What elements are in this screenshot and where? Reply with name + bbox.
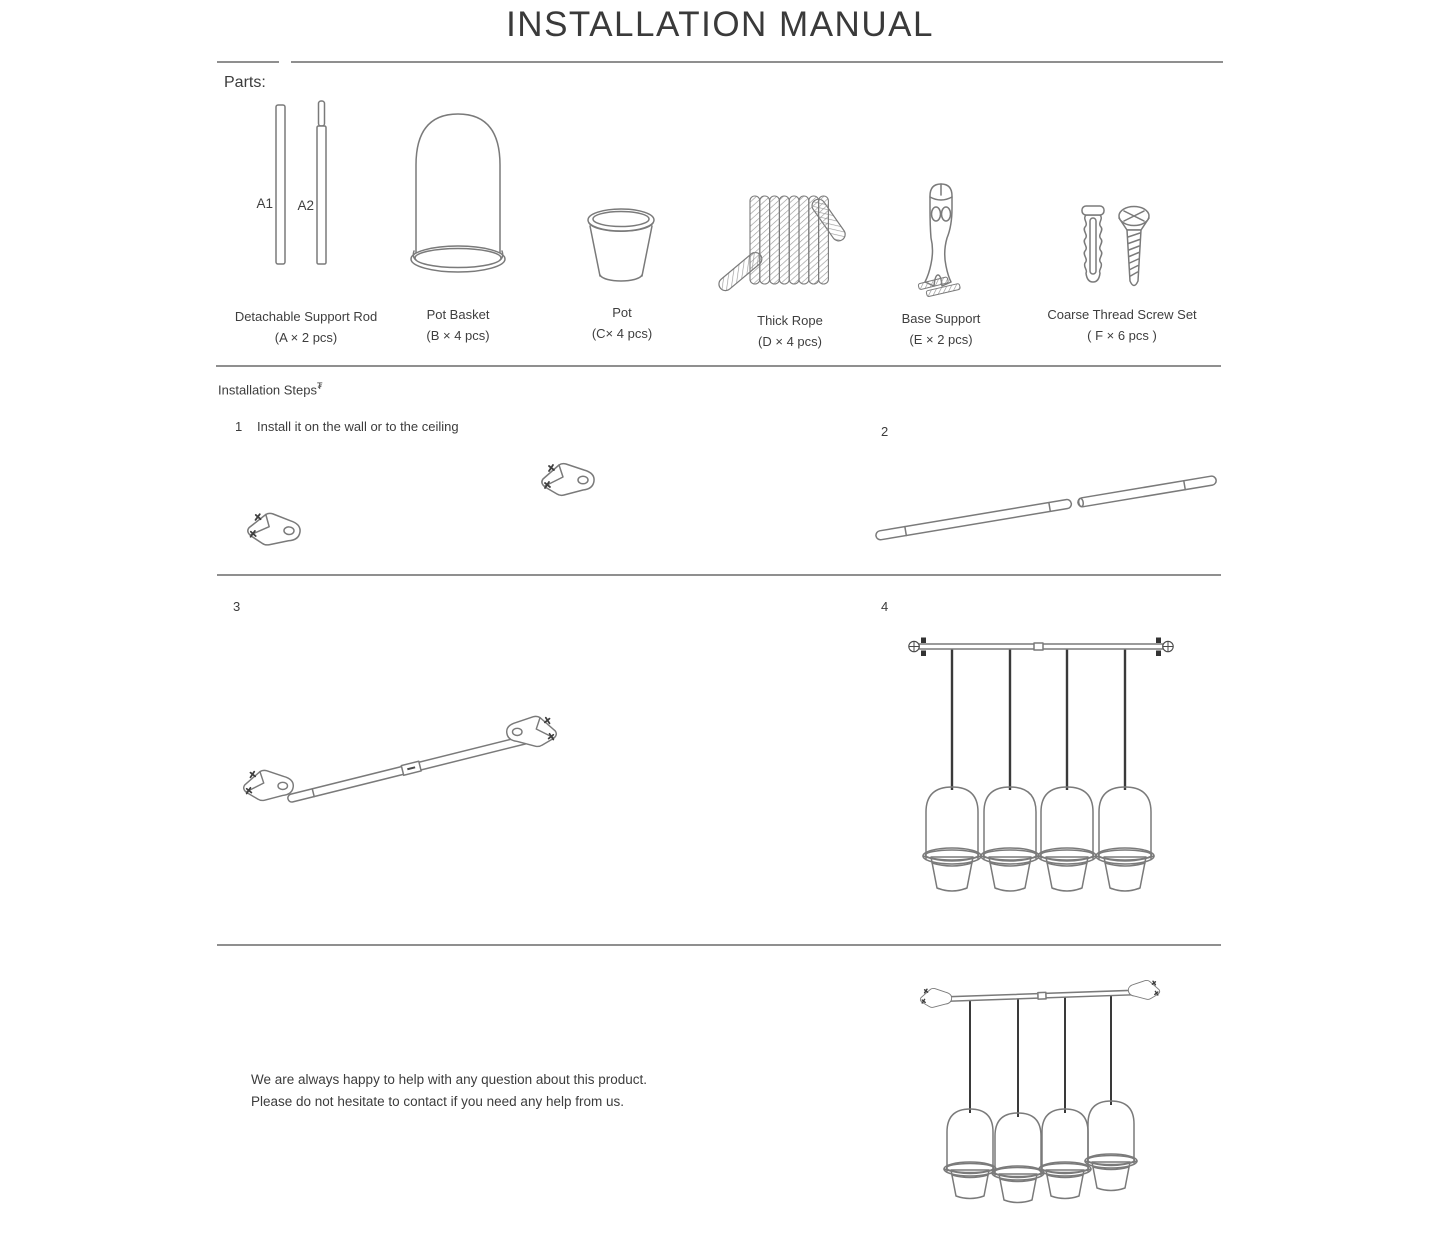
part-name: Pot: [612, 305, 632, 320]
step3-number: 3: [233, 599, 241, 614]
divider-top: [291, 61, 1223, 63]
basket-with-pot: [980, 786, 1040, 892]
help-note-line2: Please do not hesitate to contact if you…: [251, 1094, 624, 1109]
part-qty: (E × 2 pcs): [909, 332, 973, 347]
divider-steps-mid: [217, 574, 1221, 576]
basket-with-pot: [1038, 1108, 1092, 1200]
step4-number: 4: [881, 599, 889, 614]
wall-bracket-icon: [541, 462, 595, 497]
part-label-rope: Thick Rope (D × 4 pcs): [728, 310, 852, 352]
thick-rope-icon: [718, 195, 846, 292]
basket-with-pot: [991, 1112, 1045, 1204]
finished-product-icon: [919, 979, 1161, 1204]
base-support-icon: [917, 183, 961, 297]
support-rod-icon: A1 A2: [256, 100, 327, 265]
rod-a1-label: A1: [256, 196, 273, 211]
rod-a2-label: A2: [297, 198, 314, 213]
screw-set-icon: [1081, 205, 1150, 287]
step1-text: Install it on the wall or to the ceiling: [257, 419, 459, 434]
wall-bracket-icon: [247, 512, 301, 546]
step2-number: 2: [881, 424, 889, 439]
hanging-planters-icon: [908, 637, 1174, 892]
rod-assembly-icon: [875, 475, 1217, 541]
part-name: Base Support: [901, 311, 981, 326]
page-title: INSTALLATION MANUAL: [506, 5, 934, 44]
part-qty: ( F × 6 pcs ): [1087, 328, 1157, 343]
basket-with-pot: [1037, 786, 1097, 892]
basket-with-pot: [922, 786, 982, 892]
pot-basket-icon: [410, 113, 506, 273]
part-label-pot: Pot (C× 4 pcs): [572, 302, 672, 344]
part-qty: (D × 4 pcs): [758, 334, 822, 349]
pot-icon: [587, 208, 655, 282]
steps-heading: Installation Steps₮: [218, 381, 323, 397]
step1-number: 1: [235, 419, 243, 434]
divider-parts-steps: [216, 365, 1221, 367]
help-note-line1: We are always happy to help with any que…: [251, 1072, 647, 1087]
basket-with-pot: [943, 1108, 997, 1200]
part-label-rod: Detachable Support Rod (A × 2 pcs): [206, 306, 406, 348]
part-label-screws: Coarse Thread Screw Set ( F × 6 pcs ): [1022, 304, 1222, 346]
part-qty: (C× 4 pcs): [591, 326, 653, 341]
part-name: Coarse Thread Screw Set: [1047, 307, 1197, 322]
part-name: Thick Rope: [757, 313, 823, 328]
help-note: We are always happy to help with any que…: [251, 1069, 647, 1113]
basket-with-pot: [1095, 786, 1155, 892]
divider-bottom: [217, 944, 1221, 946]
basket-with-pot: [1084, 1100, 1138, 1192]
part-label-base: Base Support (E × 2 pcs): [878, 308, 1004, 350]
part-qty: (B × 4 pcs): [426, 328, 490, 343]
part-name: Pot Basket: [426, 307, 490, 322]
part-name: Detachable Support Rod: [234, 309, 378, 324]
steps-heading-text: Installation Steps: [218, 382, 318, 398]
part-label-basket: Pot Basket (B × 4 pcs): [398, 304, 518, 346]
steps-heading-mark: ₮: [317, 381, 323, 391]
parts-heading: Parts:: [224, 74, 266, 91]
part-qty: (A × 2 pcs): [274, 330, 338, 345]
divider-top-left: [217, 61, 279, 63]
rod-on-brackets-icon: [242, 715, 558, 803]
